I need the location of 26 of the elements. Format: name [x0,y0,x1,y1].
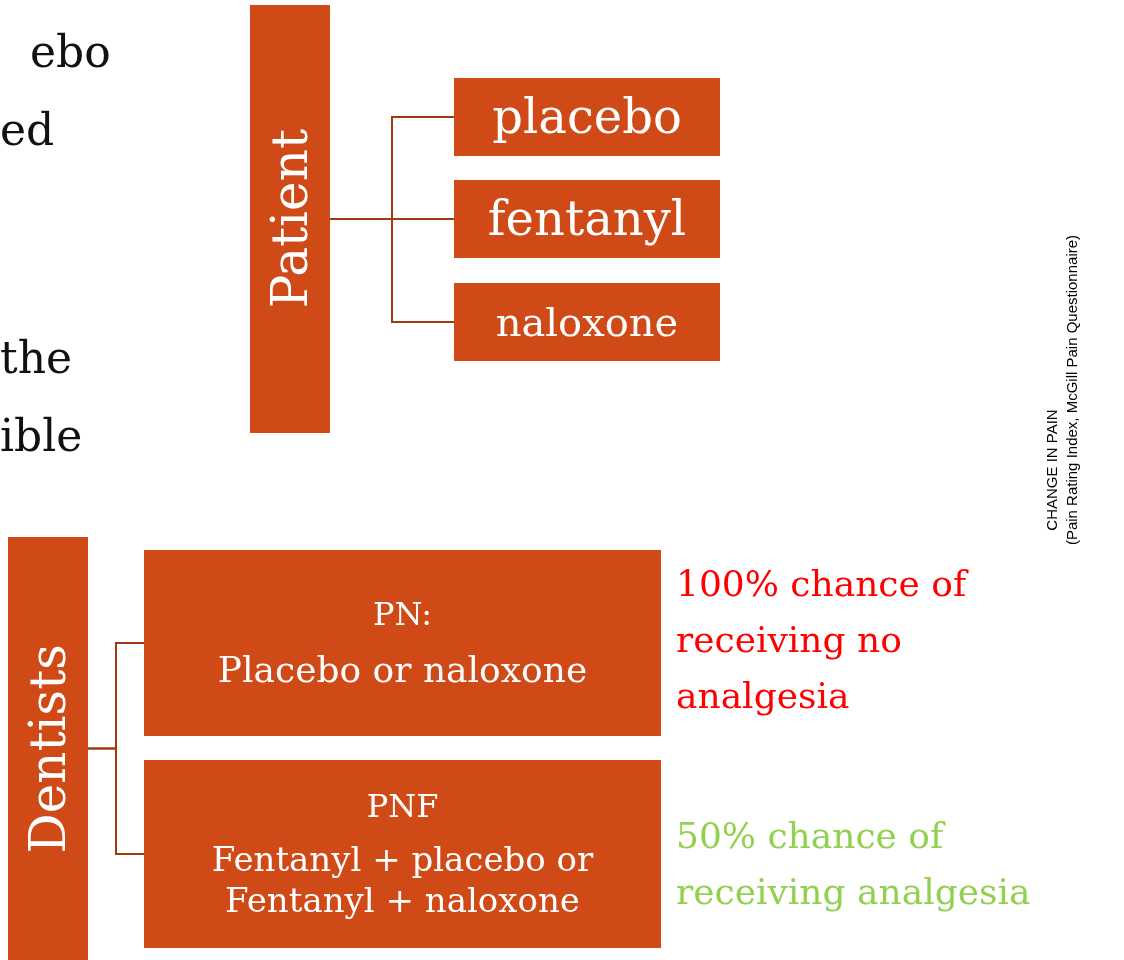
box-label: fentanyl [487,190,687,248]
process-box [144,760,661,948]
cut-off-text: ible [0,414,83,458]
process-box [8,537,88,960]
box-label: Placebo or naloxone [217,647,588,691]
connector-line [87,747,145,855]
process-box [250,5,330,433]
box-label: Fentanyl + placebo or Fentanyl + naloxone [210,839,595,921]
side-note: 100% chance of receiving no analgesia [676,562,970,718]
box-label: placebo [492,88,682,146]
process-box [454,78,720,156]
box-label: Dentists [18,643,78,854]
cut-off-text: the [0,336,73,380]
box-heading: PNF [366,787,439,826]
box-heading: PN: [372,595,433,634]
axis-title: (Pain Rating Index, McGill Pain Questionnaire) [1063,233,1081,548]
cut-off-text: ed [0,108,55,152]
axis-title: CHANGE IN PAIN [1043,408,1061,533]
side-note: 50% chance of receiving analgesia [676,814,1032,914]
process-box [144,550,661,736]
connector-line [329,218,455,323]
cut-off-text: ebo [30,30,111,74]
process-box [454,180,720,258]
box-label: Patient [260,129,320,309]
process-box [454,283,720,361]
box-label: naloxone [495,298,679,346]
